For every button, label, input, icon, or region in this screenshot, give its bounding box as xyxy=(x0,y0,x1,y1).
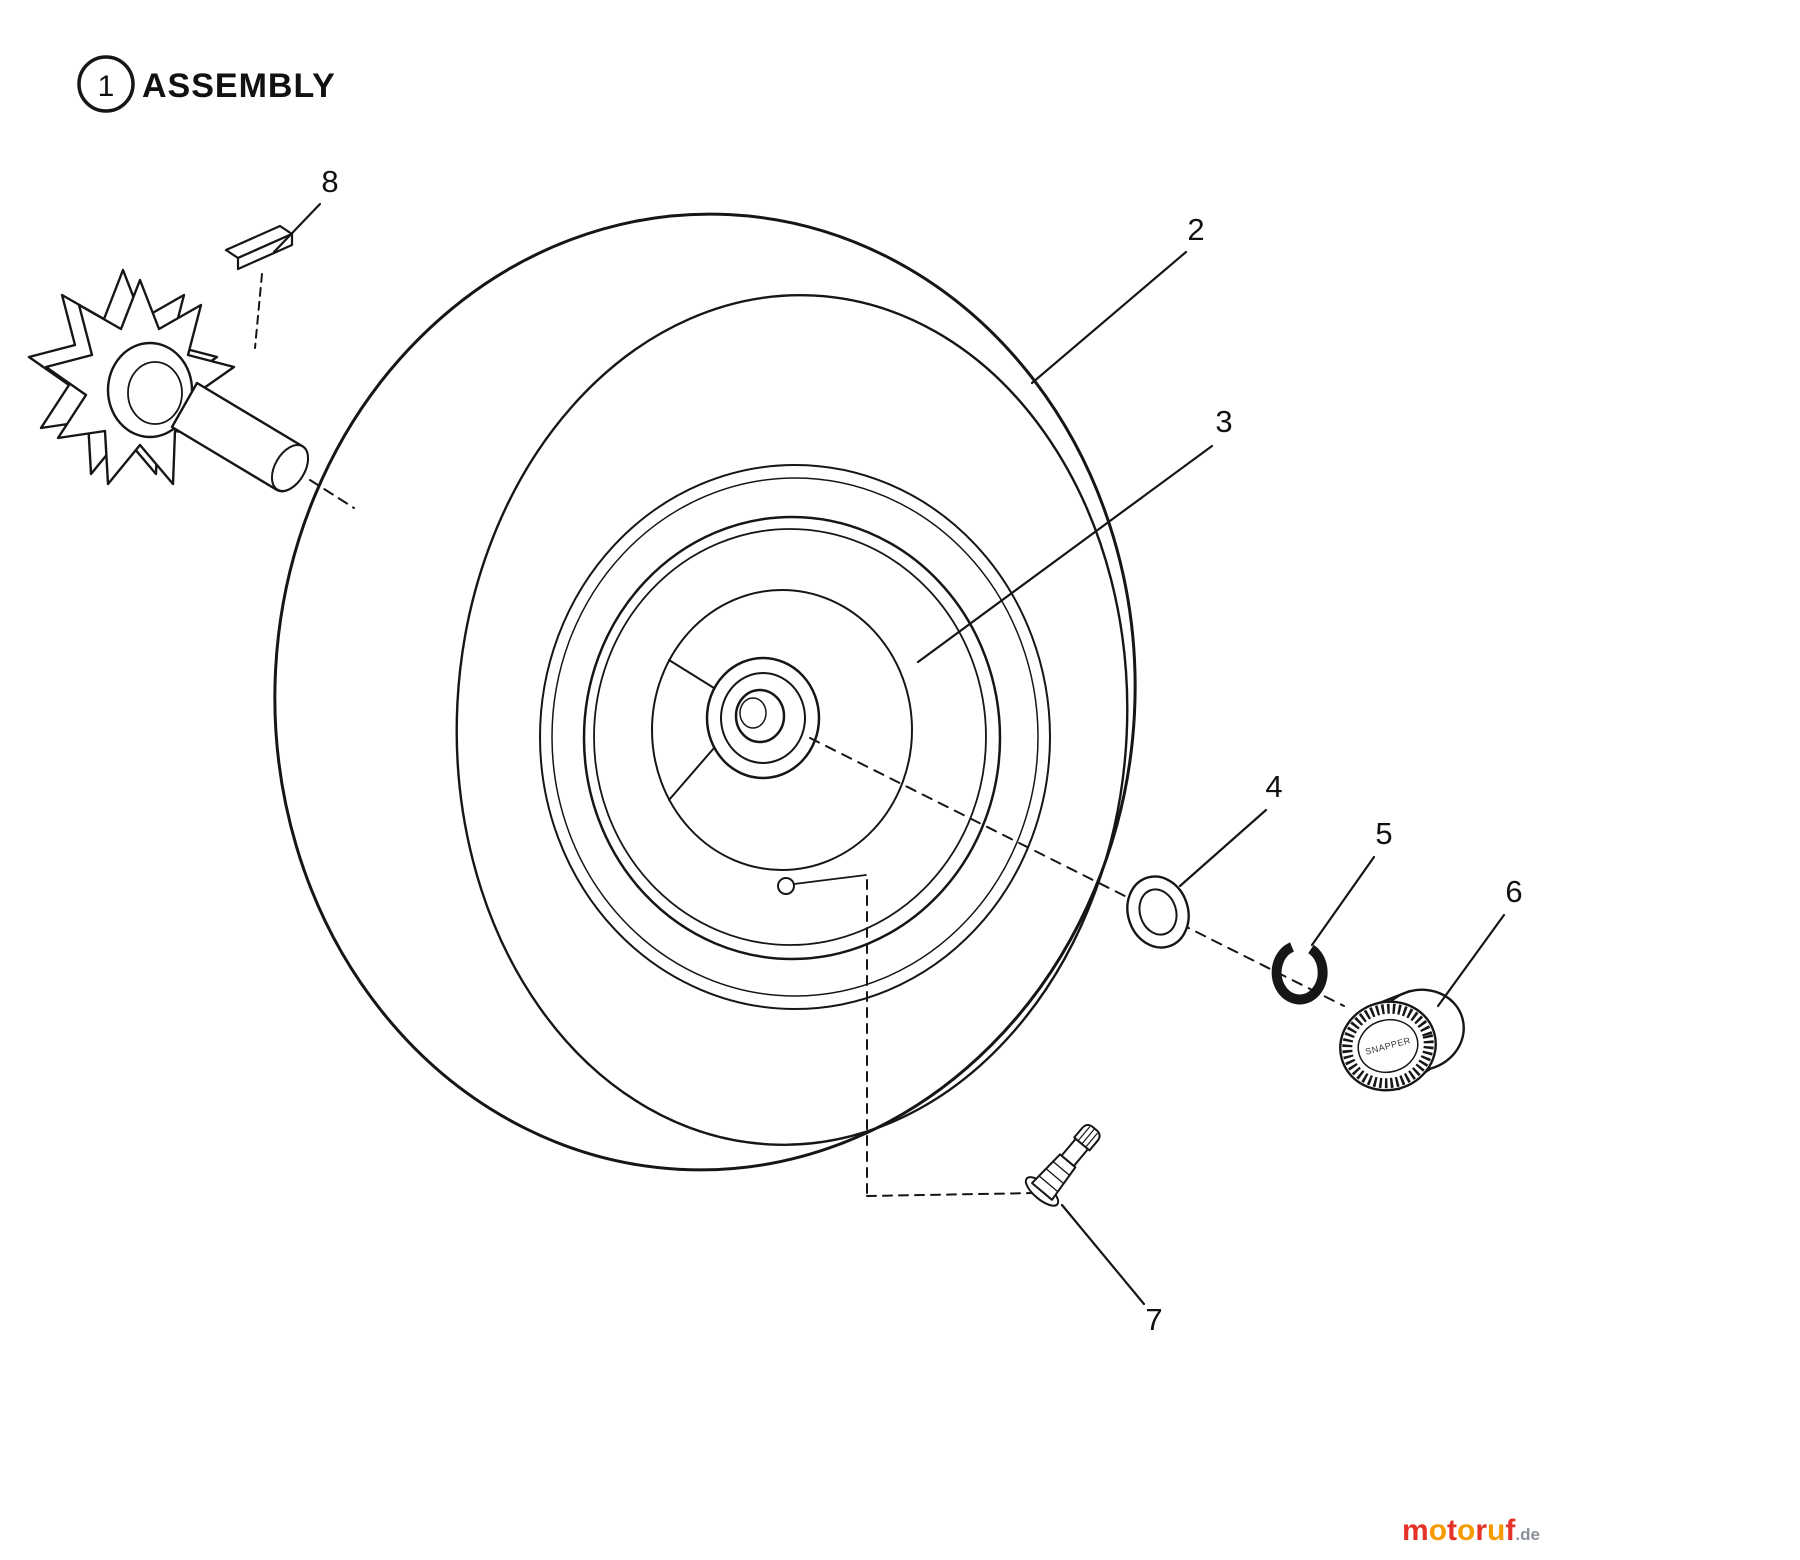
hub-boss-outer xyxy=(705,656,821,780)
valve-stem-hole xyxy=(777,877,795,895)
washer-inner xyxy=(1138,888,1178,936)
part-label-8: 8 xyxy=(321,164,338,199)
leader-line-3 xyxy=(916,444,1214,664)
watermark-word: motoruf xyxy=(1402,1514,1516,1547)
leader-line-2 xyxy=(1030,250,1188,385)
hub-bore xyxy=(734,688,786,744)
hub-cap-center xyxy=(1357,1018,1419,1074)
washer-outer xyxy=(1126,875,1190,949)
axle-shaft xyxy=(170,381,310,493)
rim-flange-inner xyxy=(593,528,987,946)
part-label-2: 2 xyxy=(1187,212,1204,247)
leader-line-5 xyxy=(1310,855,1376,947)
watermark: motoruf.de xyxy=(1402,1516,1540,1546)
dish-cone-lower xyxy=(668,747,715,801)
rim-flange-outer xyxy=(582,515,1002,961)
tire-front-shoulder xyxy=(455,294,1129,1146)
key-alignment-dashed-line xyxy=(254,273,263,349)
gear-hub-step xyxy=(127,361,183,425)
hub-bore-step xyxy=(739,697,767,729)
page-title: ASSEMBLY xyxy=(142,67,336,105)
tire-outer-outline xyxy=(273,212,1137,1172)
retaining-ring-part xyxy=(1271,942,1328,1005)
leader-line-8 xyxy=(272,202,322,254)
wheel-rim xyxy=(539,464,1051,1010)
part-label-7: 7 xyxy=(1145,1302,1162,1337)
part-label-5: 5 xyxy=(1375,816,1392,851)
part-label-4: 4 xyxy=(1265,769,1282,804)
assembly-number-circle xyxy=(77,55,135,113)
leader-lines xyxy=(272,202,1506,1306)
tire xyxy=(273,212,1137,1172)
watermark-suffix: .de xyxy=(1515,1525,1540,1544)
valve-stem-part xyxy=(1024,1124,1101,1207)
drive-gear-part xyxy=(27,268,236,486)
leader-line-7 xyxy=(1060,1203,1146,1306)
hub-cap-knurl-ring xyxy=(1342,1003,1434,1089)
valve-cap-knurl-1 xyxy=(1077,1126,1091,1142)
shaft-axis-dashed-line xyxy=(309,479,355,509)
part-label-3: 3 xyxy=(1215,404,1232,439)
leader-line-4 xyxy=(1178,808,1268,888)
hub-cap-part: SNAPPER xyxy=(1339,988,1465,1092)
key-front-face xyxy=(236,232,294,271)
valve-hole-pointer xyxy=(793,874,867,885)
valve-thread-1 xyxy=(1039,1176,1059,1193)
shaft-end-face xyxy=(270,444,310,492)
valve-body xyxy=(1031,1153,1077,1201)
part-number-labels: 2 3 4 5 6 7 8 xyxy=(321,164,1522,1337)
valve-cap-knurl-2 xyxy=(1081,1128,1095,1145)
part-label-6: 6 xyxy=(1505,874,1522,909)
valve-cap-knurl-3 xyxy=(1085,1132,1098,1148)
title-block: 1 ASSEMBLY xyxy=(77,55,336,113)
valve-thread-2 xyxy=(1045,1168,1064,1184)
hub-boss-inner xyxy=(720,672,806,764)
rim-dish-ring xyxy=(651,589,913,871)
assembly-number: 1 xyxy=(98,70,115,103)
retaining-ring-body xyxy=(1271,942,1328,1005)
dish-cone-upper xyxy=(668,659,715,689)
valve-alignment-dashed-lines xyxy=(866,879,1037,1197)
sidewall-ring-inner xyxy=(551,477,1039,997)
valve-dashed-horizontal xyxy=(866,1192,1037,1197)
key-part xyxy=(224,224,294,271)
valve-thread-3 xyxy=(1052,1161,1070,1176)
main-axis-dashed-line xyxy=(809,737,1345,1007)
leader-line-6 xyxy=(1436,913,1506,1008)
sidewall-ring-outer xyxy=(539,464,1051,1010)
washer-part xyxy=(1126,875,1190,949)
